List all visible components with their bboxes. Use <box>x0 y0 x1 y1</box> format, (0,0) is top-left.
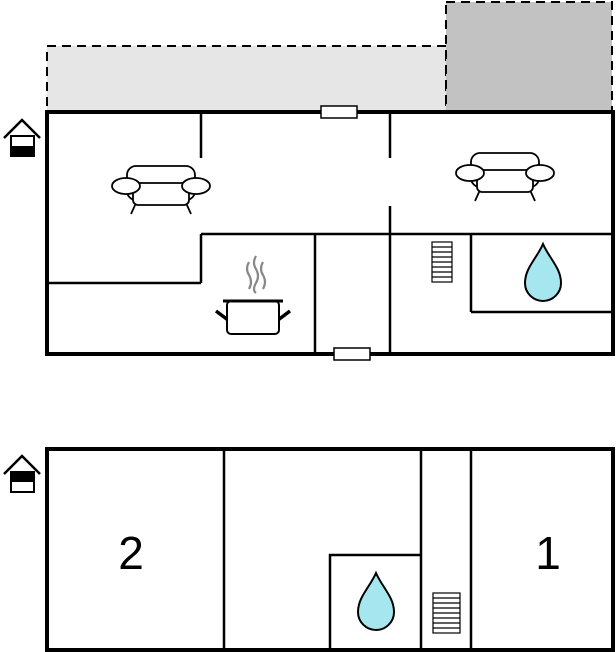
ground-floor-interior-walls <box>49 114 613 352</box>
house-floor-icon <box>3 118 41 157</box>
window-top <box>320 105 358 119</box>
annex-area <box>445 1 613 113</box>
bedroom-2-label: 2 <box>118 527 144 579</box>
bedroom-1-label: 1 <box>535 527 561 579</box>
sofa-icon <box>455 152 555 202</box>
upper-floor-plan: 2 1 <box>3 447 615 652</box>
stairs-icon <box>431 241 453 283</box>
terrace-area <box>46 45 447 113</box>
upper-floor-interior-walls <box>222 451 473 648</box>
water-drop-icon <box>356 570 396 631</box>
window-bottom <box>333 347 371 361</box>
water-drop-icon <box>523 241 563 302</box>
cooking-pot-icon <box>214 255 292 335</box>
sofa-icon <box>111 165 211 215</box>
ground-floor-plan <box>3 1 615 361</box>
stairs-icon <box>432 592 461 634</box>
house-floor-icon <box>3 454 41 493</box>
